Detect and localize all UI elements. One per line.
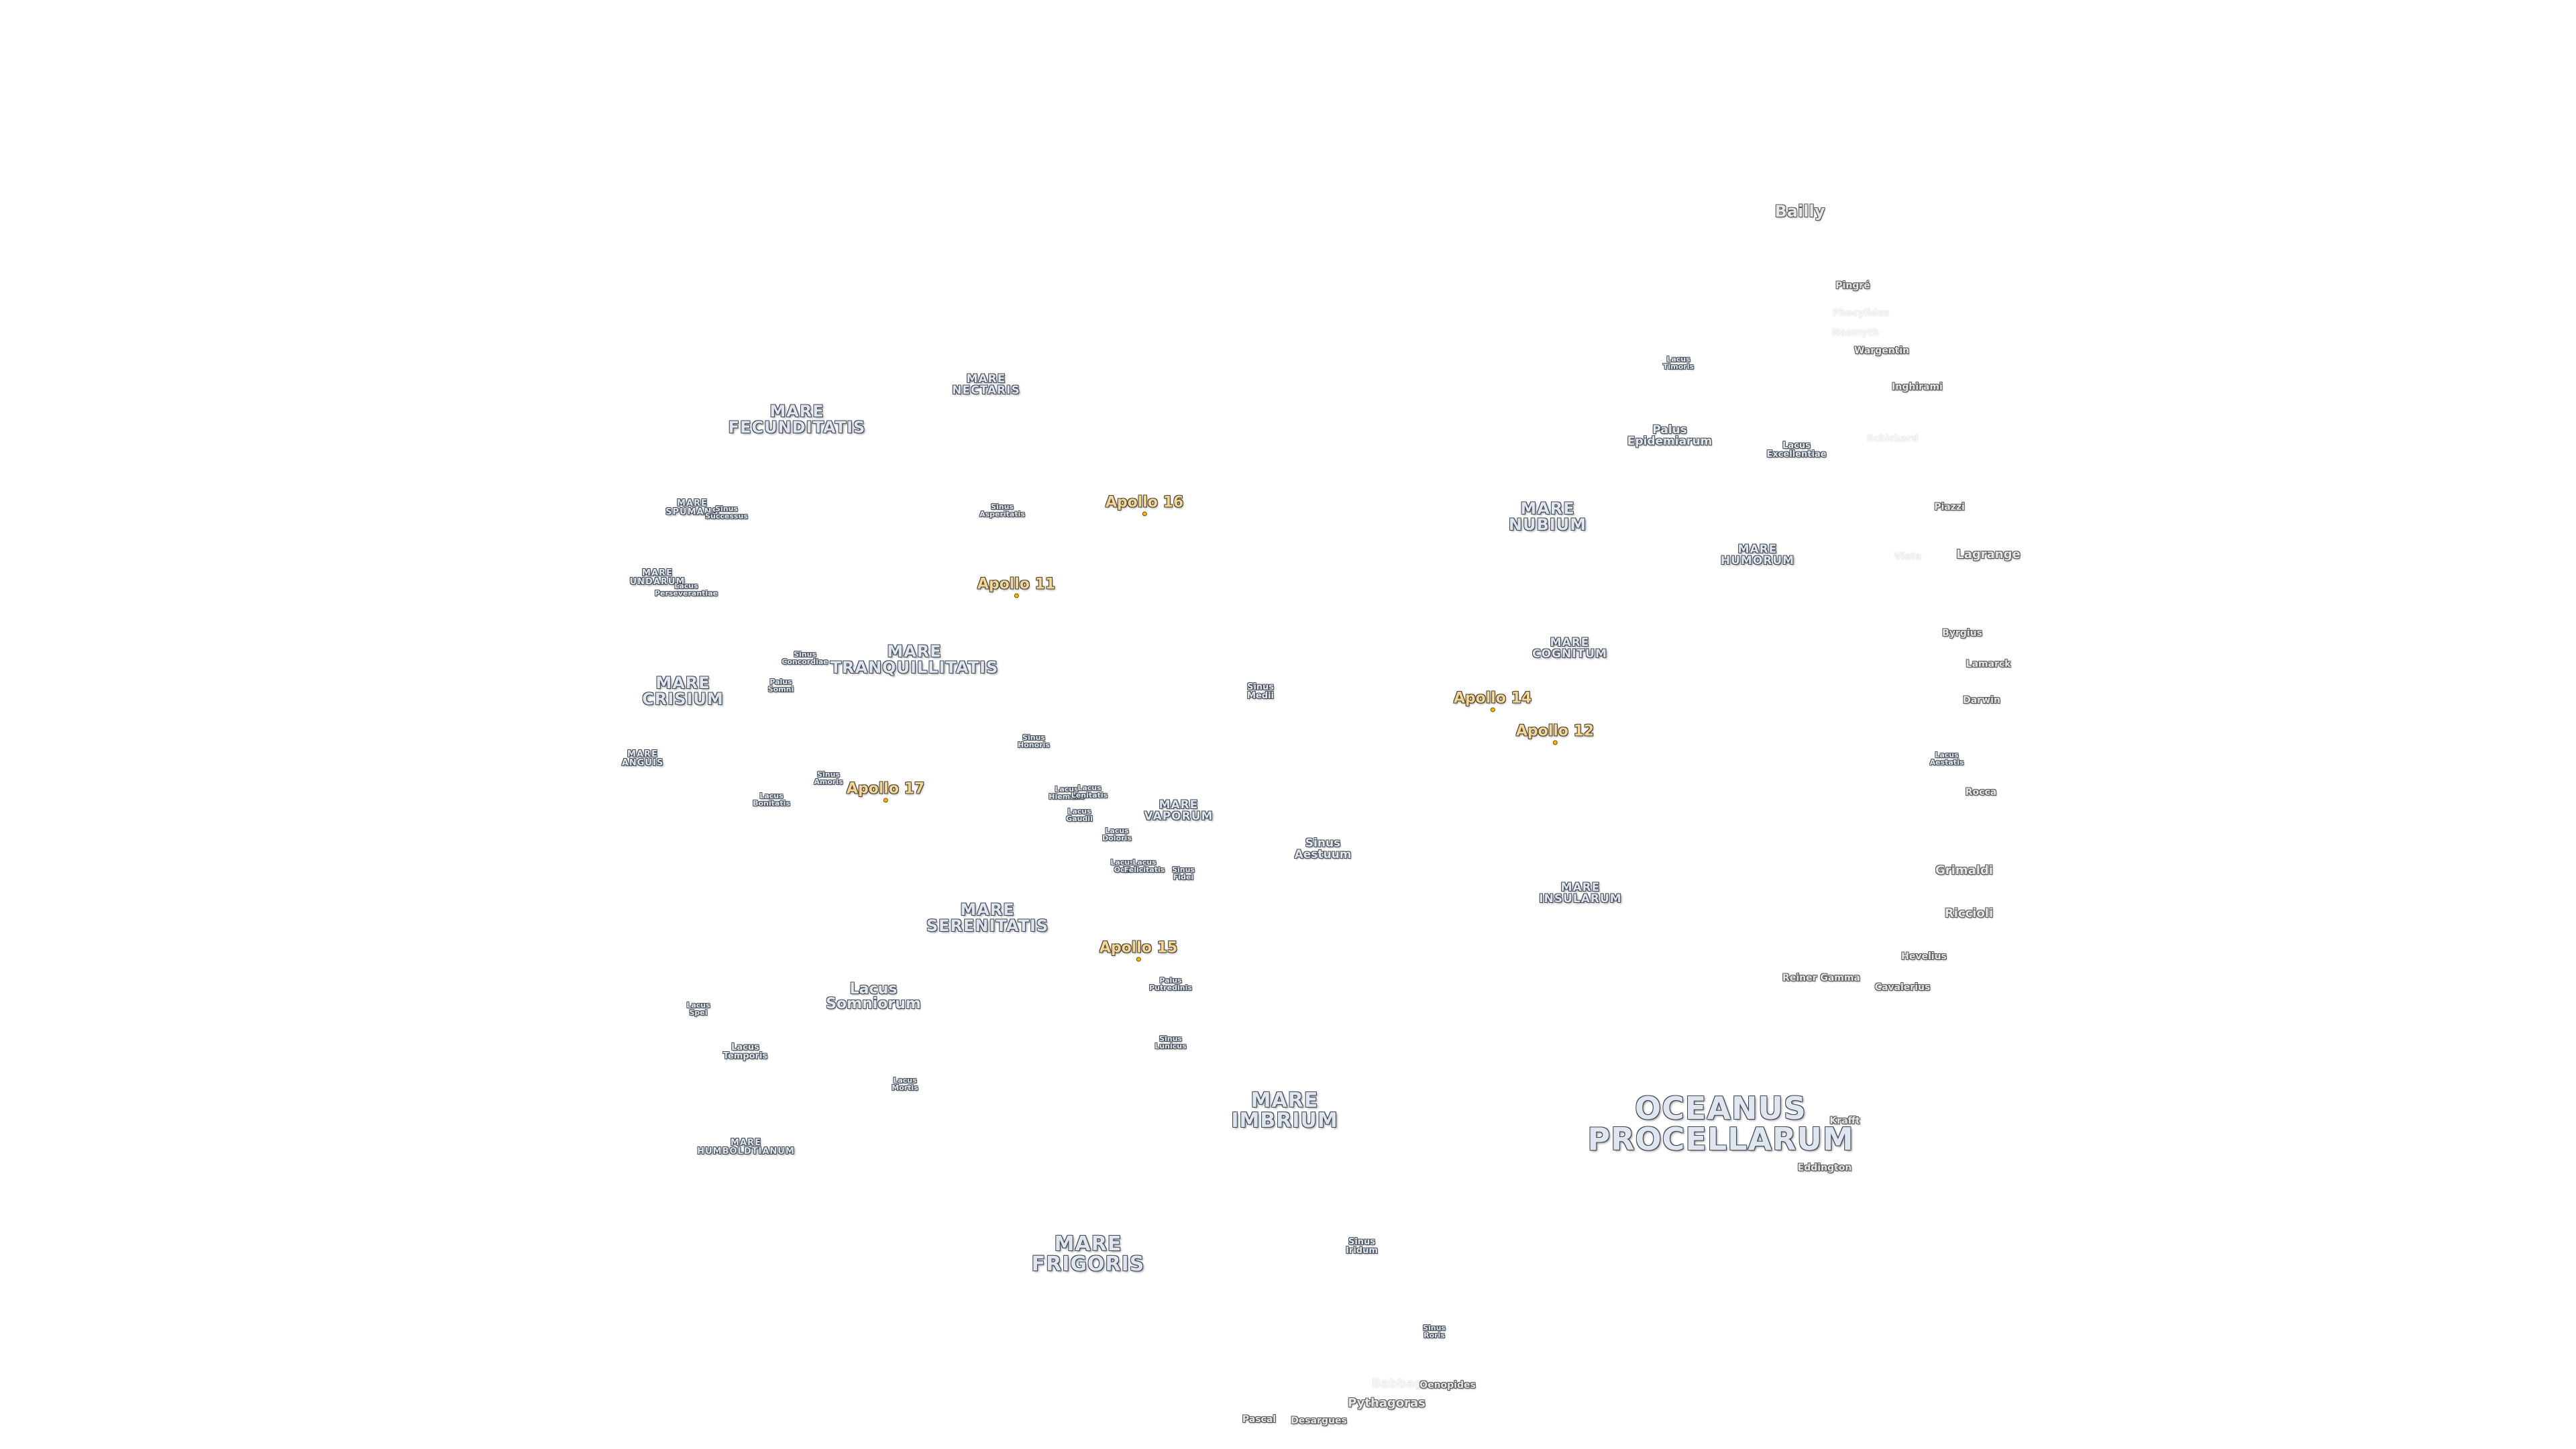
label-crater-riccioli[interactable]: Riccioli (1944, 906, 1994, 920)
label-crater-cavalerius[interactable]: Cavalerius (1874, 982, 1931, 993)
label-mare-frigoris[interactable]: MARE FRIGORIS (1031, 1232, 1145, 1276)
label-sinus-honoris[interactable]: Sinus Honoris (1018, 733, 1050, 749)
landing-site-icon (1142, 511, 1147, 517)
apollo-14-marker[interactable]: Apollo 14 (1454, 677, 1532, 727)
label-sinus-fidei[interactable]: Sinus Fidei (1172, 865, 1195, 881)
label-crater-eddington[interactable]: Eddington (1797, 1163, 1852, 1173)
label-mare-spumans[interactable]: MARE SPUMANS (665, 498, 719, 517)
label-crater-hevelius[interactable]: Hevelius (1901, 951, 1947, 962)
label-lacus-temporis[interactable]: Lacus Temporis (722, 1042, 768, 1061)
label-crater-vieta[interactable]: Vieta (1894, 551, 1922, 562)
label-crater-babbage[interactable]: Babbage (1371, 1377, 1432, 1391)
apollo-11-label: Apollo 11 (977, 576, 1056, 593)
label-crater-rocca[interactable]: Rocca (1965, 787, 1997, 798)
label-lacus-doloris[interactable]: Lacus Doloris (1102, 826, 1132, 843)
label-mare-humorum[interactable]: MARE HUMORUM (1720, 543, 1795, 568)
label-lacus-somniorum[interactable]: Lacus Somniorum (826, 981, 921, 1012)
label-sinus-roris[interactable]: Sinus Roris (1423, 1324, 1446, 1340)
landing-site-icon (1552, 740, 1558, 745)
apollo-11-marker[interactable]: Apollo 11 (977, 563, 1055, 613)
apollo-14-label: Apollo 14 (1453, 690, 1532, 707)
landing-site-icon (883, 798, 888, 803)
apollo-15-label: Apollo 15 (1099, 939, 1178, 957)
label-lacus-hiemalis[interactable]: Lacus Hiemalis (1049, 785, 1085, 801)
apollo-12-marker[interactable]: Apollo 12 (1516, 710, 1594, 760)
label-crater-pythagoras[interactable]: Pythagoras (1348, 1396, 1426, 1410)
label-crater-phocylides[interactable]: Phocylides (1832, 308, 1890, 319)
label-mare-imbrium[interactable]: MARE IMBRIUM (1231, 1089, 1338, 1132)
label-sinus-asperitatis[interactable]: Sinus Asperitatis (979, 502, 1025, 519)
apollo-16-marker[interactable]: Apollo 16 (1106, 481, 1183, 531)
label-lacus-felicitatis[interactable]: Lacus Felicitatis (1124, 858, 1165, 874)
label-sinus-iridum[interactable]: Sinus Iridum (1346, 1237, 1378, 1256)
label-crater-krafft[interactable]: Krafft (1829, 1116, 1860, 1126)
label-crater-grimaldi[interactable]: Grimaldi (1935, 863, 1993, 877)
label-sinus-medii[interactable]: Sinus Medii (1246, 682, 1275, 701)
label-mare-serenitatis[interactable]: MARE SERENITATIS (926, 900, 1049, 935)
label-lacus-excellentiae[interactable]: Lacus Excellentiae (1766, 441, 1827, 460)
label-crater-reiner-gamma[interactable]: Reiner Gamma (1782, 973, 1860, 983)
label-sinus-concordiae[interactable]: Sinus Concordiae (782, 650, 828, 666)
label-lacus-perseverantiae[interactable]: Lacus Perseverantiae (654, 582, 718, 598)
label-mare-anguis[interactable]: MARE ANGUIS (621, 749, 664, 768)
label-sinus-lunicus[interactable]: Sinus Lunicus (1155, 1034, 1187, 1051)
label-crater-lagrange[interactable]: Lagrange (1956, 547, 2021, 561)
label-lacus-bonitatis[interactable]: Lacus Bonitatis (753, 792, 790, 808)
apollo-15-marker[interactable]: Apollo 15 (1099, 926, 1177, 977)
label-lacus-lenitatis[interactable]: Lacus Lenitatis (1071, 784, 1108, 800)
label-crater-wargentin[interactable]: Wargentin (1854, 345, 1910, 356)
label-mare-tranquillitatis[interactable]: MARE TRANQUILLITATIS (830, 642, 999, 677)
label-crater-desargues[interactable]: Desargues (1291, 1415, 1347, 1426)
label-palus-epidemiarum[interactable]: Palus Epidemiarum (1627, 423, 1713, 448)
label-mare-cognitum[interactable]: MARE COGNITUM (1532, 636, 1607, 661)
label-sinus-successus[interactable]: Sinus Successus (705, 504, 748, 521)
apollo-16-label: Apollo 16 (1105, 494, 1184, 511)
landing-site-icon (1014, 593, 1019, 598)
label-lacus-aestatis[interactable]: Lacus Aestatis (1929, 751, 1964, 767)
label-crater-inghirami[interactable]: Inghirami (1892, 382, 1943, 392)
apollo-12-label: Apollo 12 (1515, 722, 1595, 740)
label-mare-insularum[interactable]: MARE INSULARUM (1539, 881, 1622, 906)
label-sinus-aestuum[interactable]: Sinus Aestuum (1294, 837, 1352, 861)
label-crater-bailly[interactable]: Bailly (1774, 202, 1825, 221)
label-mare-fecunditatis[interactable]: MARE FECUNDITATIS (728, 402, 866, 437)
label-mare-crisium[interactable]: MARE CRISIUM (642, 674, 724, 708)
label-sinus-amoris[interactable]: Sinus Amoris (814, 770, 843, 786)
label-lacus-mortis[interactable]: Lacus Mortis (892, 1076, 918, 1092)
label-mare-nubium[interactable]: MARE NUBIUM (1508, 499, 1587, 534)
label-palus-putredinis[interactable]: Palus Putredinis (1149, 976, 1192, 992)
label-mare-vaporum[interactable]: MARE VAPORUM (1144, 798, 1214, 823)
label-crater-darwin[interactable]: Darwin (1963, 695, 2000, 706)
landing-site-icon (1490, 707, 1495, 712)
label-crater-byrgius[interactable]: Byrgius (1942, 628, 1982, 639)
label-crater-nasmyth[interactable]: Nasmyth (1832, 327, 1879, 338)
label-mare-nectaris[interactable]: MARE NECTARIS (952, 372, 1020, 397)
landing-site-icon (1136, 957, 1141, 962)
label-lacus-gaudii[interactable]: Lacus Gaudii (1066, 807, 1093, 823)
label-crater-lamarck[interactable]: Lamarck (1966, 659, 2011, 669)
apollo-17-label: Apollo 17 (846, 780, 925, 798)
label-crater-oenopides[interactable]: Oenopides (1419, 1380, 1476, 1391)
apollo-17-marker[interactable]: Apollo 17 (847, 767, 924, 818)
label-crater-schickard[interactable]: Schickard (1866, 433, 1919, 444)
label-crater-piazzi[interactable]: Piazzi (1934, 502, 1965, 513)
label-mare-undarum[interactable]: MARE UNDARUM (629, 568, 686, 587)
label-oceanus-procellarum[interactable]: OCEANUS PROCELLARUM (1587, 1090, 1854, 1157)
label-lacus-spei[interactable]: Lacus Spei (686, 1001, 710, 1017)
label-crater-pingre[interactable]: Pingré (1835, 280, 1870, 291)
label-crater-pascal[interactable]: Pascal (1242, 1414, 1277, 1425)
label-palus-somni[interactable]: Palus Somni (767, 678, 794, 694)
label-lacus-odii[interactable]: Lacus Odii (1110, 858, 1134, 874)
label-lacus-timoris[interactable]: Lacus Timoris (1662, 355, 1695, 371)
label-mare-humboldtianum[interactable]: MARE HUMBOLDTIANUM (697, 1138, 795, 1157)
